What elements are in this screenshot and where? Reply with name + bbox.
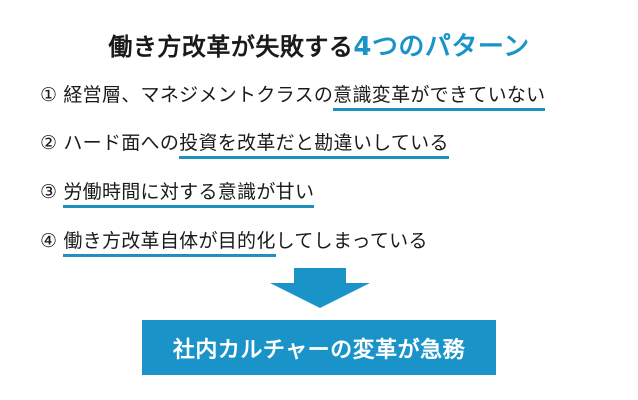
pattern-text-after: してしまっている xyxy=(275,230,428,252)
pattern-number: ④ xyxy=(40,230,58,252)
conclusion-label: 社内カルチャーの変革が急務 xyxy=(172,337,466,363)
pattern-underlined-text: 意識変革ができていない xyxy=(333,84,546,111)
down-arrow-icon xyxy=(270,268,370,308)
pattern-text: ハード面への xyxy=(63,132,180,154)
pattern-underlined-text: 労働時間に対する意識が甘い xyxy=(63,181,315,208)
pattern-text: 経営層、マネジメントクラスの xyxy=(63,84,334,106)
title-accent: 4つのパターン xyxy=(353,32,530,62)
conclusion-box: 社内カルチャーの変革が急務 xyxy=(142,320,496,375)
title-main: 働き方改革が失敗する xyxy=(108,33,354,61)
pattern-underlined-text: 投資を改革だと勘違いしている xyxy=(179,132,449,159)
page-title: 働き方改革が失敗する4つのパターン xyxy=(0,26,638,63)
pattern-number: ② xyxy=(40,132,58,154)
pattern-underlined-text: 働き方改革自体が目的化 xyxy=(63,230,276,257)
pattern-number: ③ xyxy=(40,181,58,203)
pattern-number: ① xyxy=(40,84,58,106)
